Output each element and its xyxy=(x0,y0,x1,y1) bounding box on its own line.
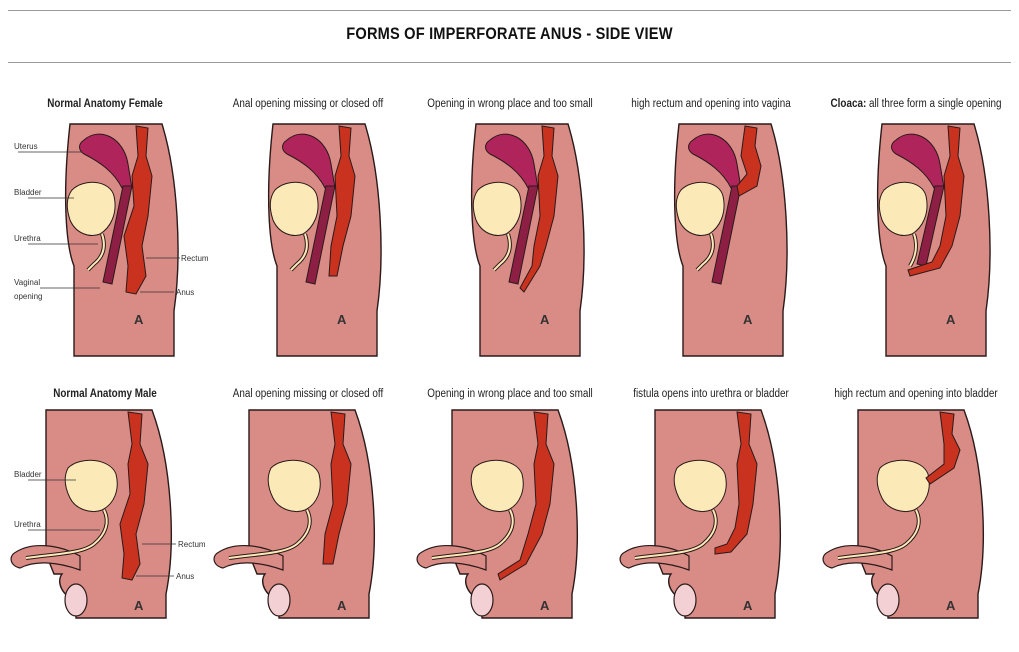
caption-male-high-rectum-bladder: high rectum and opening into bladder xyxy=(830,388,1002,400)
bladder-shape xyxy=(67,182,115,235)
caption-male-anal-missing: Anal opening missing or closed off xyxy=(222,388,394,400)
body-letter-a: A xyxy=(946,598,956,613)
body-letter-a: A xyxy=(337,312,347,327)
body-letter-a: A xyxy=(134,312,144,327)
body-letter-a: A xyxy=(743,312,753,327)
male-urethra-fistula-diagram: A xyxy=(611,404,801,652)
label-bladder: Bladder xyxy=(14,188,42,197)
body-letter-a: A xyxy=(743,598,753,613)
female-high-rectum-vagina-diagram: A xyxy=(611,116,801,364)
caption-male-urethra-fistula: fistula opens into urethra or bladder xyxy=(625,388,797,400)
label-vaginal-opening: Vaginal xyxy=(14,278,40,287)
label-urethra: Urethra xyxy=(14,520,41,529)
male-normal-diagram: A Bladder Urethra Rectum Anus xyxy=(2,404,192,652)
female-cloaca-diagram: A xyxy=(814,116,1004,364)
body-letter-a: A xyxy=(337,598,347,613)
title-bottom-rule xyxy=(8,62,1011,63)
female-anal-missing-diagram: A xyxy=(205,116,395,364)
caption-female-high-rectum-vagina: high rectum and opening into vagina xyxy=(625,98,797,110)
caption-female-anal-missing: Anal opening missing or closed off xyxy=(222,98,394,110)
body-letter-a: A xyxy=(946,312,956,327)
label-anus: Anus xyxy=(176,572,194,581)
title-top-rule xyxy=(8,10,1011,11)
label-vaginal-opening-2: opening xyxy=(14,292,42,301)
body-silhouette xyxy=(46,410,171,618)
label-bladder: Bladder xyxy=(14,470,42,479)
anatomy-shape xyxy=(270,182,318,235)
anatomy-shape xyxy=(473,182,521,235)
male-anal-missing-diagram: A xyxy=(205,404,395,652)
caption-male-normal: Normal Anatomy Male xyxy=(19,388,191,400)
anatomy-shape xyxy=(471,584,493,616)
label-urethra: Urethra xyxy=(14,234,41,243)
testis-shape xyxy=(65,584,87,616)
anatomy-shape xyxy=(452,410,577,618)
male-high-rectum-bladder-diagram: A xyxy=(814,404,1004,652)
anatomy-shape xyxy=(268,584,290,616)
anatomy-shape xyxy=(676,182,724,235)
label-rectum: Rectum xyxy=(178,540,206,549)
caption-female-wrong-place: Opening in wrong place and too small xyxy=(424,98,596,110)
label-anus: Anus xyxy=(176,288,194,297)
male-wrong-place-diagram: A xyxy=(408,404,598,652)
caption-female-cloaca: Cloaca: all three form a single opening xyxy=(830,98,1002,110)
body-letter-a: A xyxy=(540,598,550,613)
body-letter-a: A xyxy=(540,312,550,327)
anatomy-shape xyxy=(879,182,927,235)
anatomy-shape xyxy=(249,410,374,618)
female-normal-diagram: A Uterus Bladder Urethra Vaginal opening… xyxy=(2,116,192,364)
anatomy-shape xyxy=(858,410,983,618)
caption-female-normal: Normal Anatomy Female xyxy=(19,98,191,110)
caption-male-wrong-place: Opening in wrong place and too small xyxy=(424,388,596,400)
body-letter-a: A xyxy=(134,598,144,613)
label-uterus: Uterus xyxy=(14,142,38,151)
page-title: FORMS OF IMPERFORATE ANUS - SIDE VIEW xyxy=(71,24,947,44)
anatomy-shape xyxy=(655,410,780,618)
female-wrong-place-diagram: A xyxy=(408,116,598,364)
anatomy-shape xyxy=(877,584,899,616)
anatomy-shape xyxy=(674,584,696,616)
